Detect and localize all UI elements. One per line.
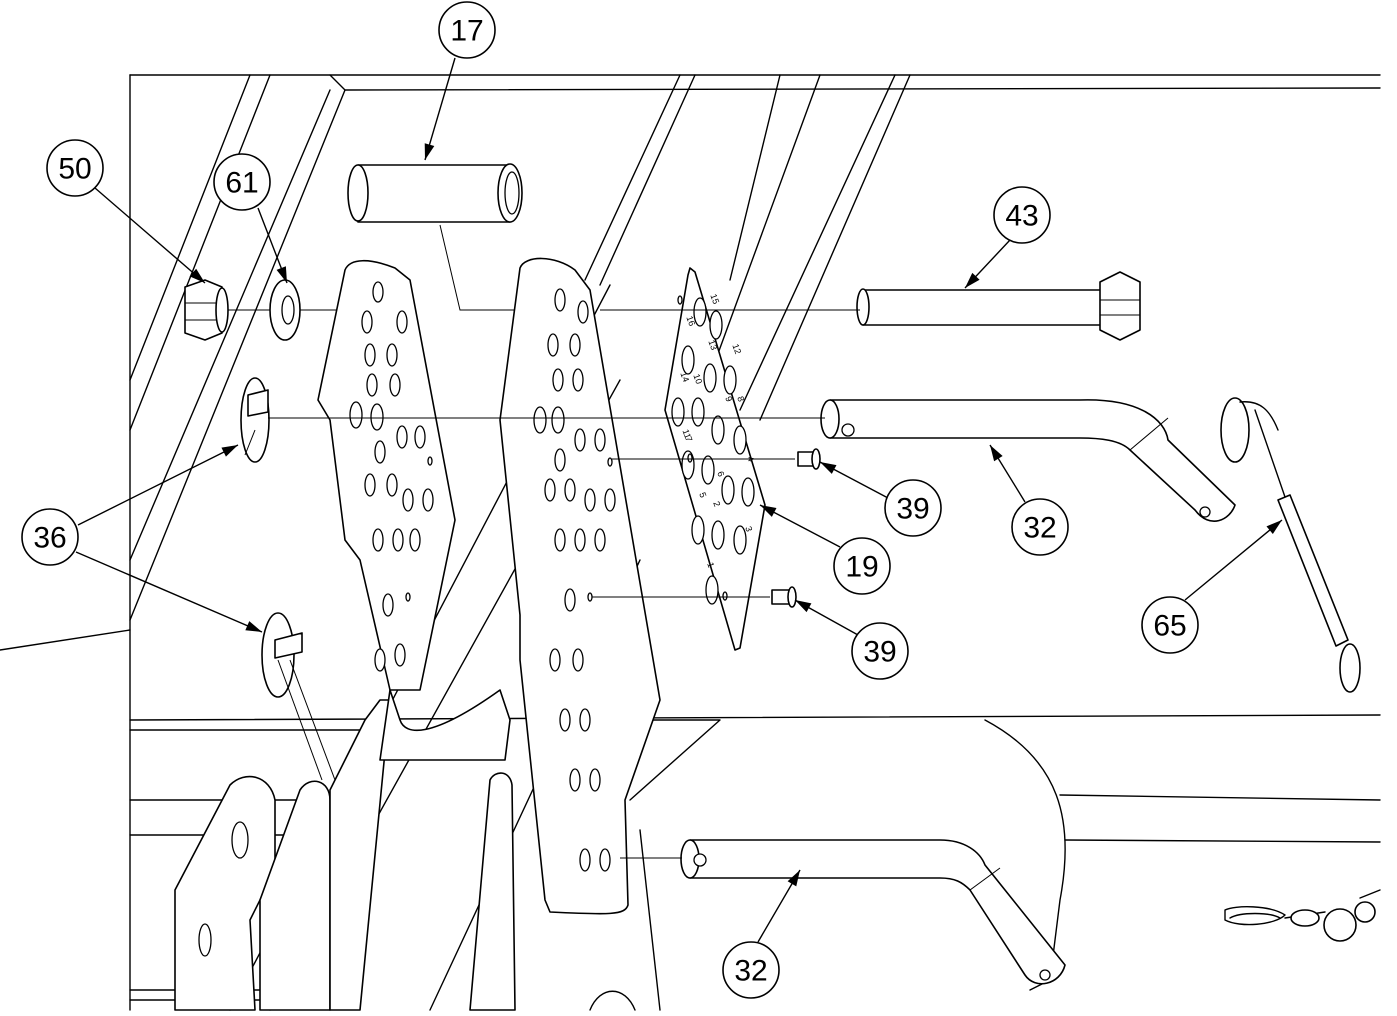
callout-17: 17 (424, 1, 496, 161)
callout-number: 32 (1023, 512, 1056, 545)
callout-32: 32 (722, 869, 801, 999)
callout-39: 39 (819, 461, 942, 537)
plate-hole-number: 14 (678, 371, 691, 384)
callout-bubble (1011, 498, 1069, 556)
callout-number: 17 (450, 15, 483, 48)
chain-hardware (1224, 889, 1381, 942)
plate-hole-number: 6 (715, 470, 726, 478)
callout-arrowhead (189, 268, 205, 283)
callout-number: 61 (225, 167, 258, 200)
callout-leader-line (424, 57, 456, 161)
callout-number: 43 (1005, 200, 1038, 233)
plate-hole-number: 3 (743, 525, 754, 533)
callout-bubble (438, 1, 496, 59)
bent-pin-part-32-lower (620, 839, 1066, 985)
callout-arrowhead (221, 445, 238, 457)
plate-hole-number: 15 (708, 293, 721, 306)
callout-32: 32 (989, 444, 1069, 556)
callout-number: 39 (896, 493, 929, 526)
callout-number: 19 (845, 551, 878, 584)
lynch-pin-part-36-lower (261, 612, 336, 781)
callout-bubble (833, 537, 891, 595)
left-plate-holes (349, 281, 434, 672)
plate-hole-number: 2 (711, 500, 722, 508)
callout-bubble (851, 622, 909, 680)
pin-part-39-upper (612, 448, 821, 470)
callout-number: 65 (1153, 610, 1186, 643)
callout-arrowhead (787, 870, 800, 887)
callout-arrowhead (424, 143, 435, 160)
callout-bubble (213, 153, 271, 211)
rope-pin-part-65 (1220, 397, 1361, 693)
plate-hole-number: 16 (684, 315, 697, 328)
spacer-tube-part-17 (347, 163, 523, 311)
callout-43: 43 (964, 186, 1051, 289)
callout-19: 19 (759, 504, 891, 595)
callout-number: 36 (33, 522, 66, 555)
lock-nut-part-50 (184, 279, 272, 341)
plate-hole-number: 11 (681, 428, 694, 440)
left-mounting-plate (317, 259, 456, 691)
callout-61: 61 (213, 153, 288, 284)
callout-39: 39 (794, 599, 909, 680)
plate-hole-number: 13 (706, 339, 719, 352)
right-mounting-plate (499, 257, 661, 915)
plate-hole-number: 7 (683, 435, 694, 443)
callout-bubble (993, 186, 1051, 244)
callout-arrowhead (276, 266, 287, 283)
callout-bubble (884, 479, 942, 537)
callout-arrowhead (245, 621, 262, 632)
callout-bubble (46, 139, 104, 197)
callout-arrowhead (820, 462, 837, 474)
plate-hole-number: 9 (723, 395, 734, 403)
callout-leader-line (94, 187, 206, 284)
callout-leader-line (1184, 519, 1283, 601)
bolt-part-43 (600, 271, 1141, 341)
right-plate-holes (533, 288, 616, 872)
callout-leader-line (77, 444, 239, 526)
callout-arrowhead (1266, 520, 1282, 535)
callout-arrowhead (760, 505, 777, 517)
callout-50: 50 (46, 139, 206, 284)
plate-hole-number: 10 (691, 373, 704, 386)
callout-number: 39 (863, 636, 896, 669)
plate-hole-number: 12 (730, 343, 743, 356)
pin-part-39-lower (592, 586, 797, 608)
adapter-plate-holes (671, 295, 755, 605)
callout-arrowhead (990, 445, 1003, 462)
callout-arrowhead (965, 272, 980, 288)
bent-pin-part-32-upper (285, 399, 1236, 522)
callout-bubble (21, 508, 79, 566)
callout-65: 65 (1141, 519, 1283, 654)
plate-hole-number: 8 (735, 395, 746, 403)
callout-36: 36 (21, 444, 263, 633)
callout-leader-line (75, 551, 263, 633)
callout-number: 50 (58, 153, 91, 186)
callout-bubble (1141, 596, 1199, 654)
plate-hole-number: 5 (697, 491, 708, 499)
plate-hole-number: 1 (705, 561, 716, 569)
callout-arrowhead (795, 600, 812, 613)
callout-number: 32 (734, 955, 767, 988)
callout-bubble (722, 941, 780, 999)
lynch-pin-part-36-upper (240, 377, 330, 463)
